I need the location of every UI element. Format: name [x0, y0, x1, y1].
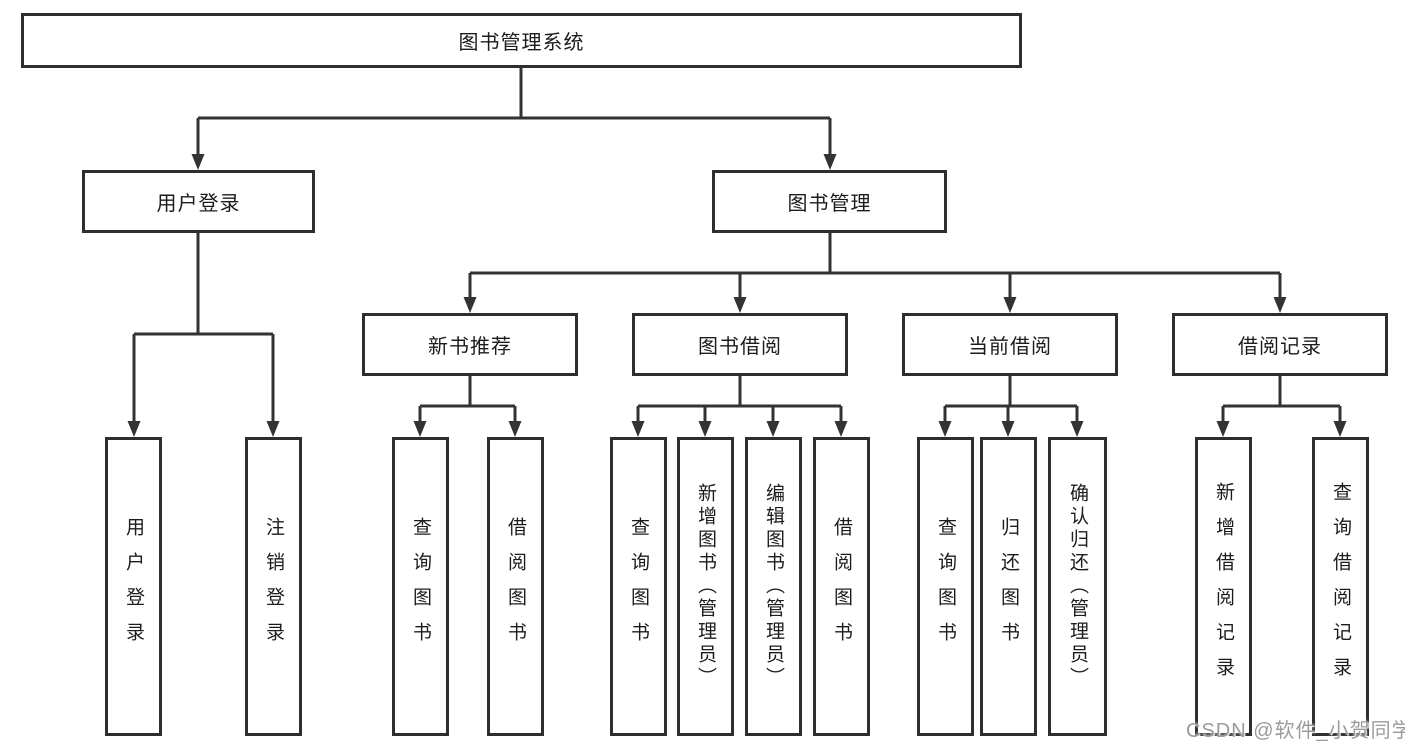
node-label: 新增图书（管理员） [695, 483, 716, 690]
connector-line [1221, 376, 1342, 424]
node-current-borrowing: 当前借阅 [902, 313, 1118, 376]
node-leaf-query-book-3: 查询图书 [917, 437, 974, 736]
node-label: 当前借阅 [968, 336, 1052, 358]
connector-line [196, 68, 832, 157]
connector-line [943, 376, 1079, 424]
node-root-library-management-system: 图书管理系统 [21, 13, 1022, 68]
arrowhead-icon [823, 154, 837, 170]
node-leaf-confirm-return-admin: 确认归还（管理员） [1048, 437, 1107, 736]
node-leaf-logout: 注销登录 [245, 437, 302, 736]
node-book-borrowing: 图书借阅 [632, 313, 848, 376]
arrowhead-icon [733, 297, 747, 313]
node-leaf-query-book-2: 查询图书 [610, 437, 667, 736]
arrowhead-icon [191, 154, 205, 170]
arrowhead-icon [1333, 421, 1347, 437]
arrowhead-icon [1070, 421, 1084, 437]
node-label: 新书推荐 [428, 336, 512, 358]
node-label: 查询图书 [410, 516, 431, 657]
node-label: 图书管理 [787, 193, 872, 215]
node-label: 新增借阅记录 [1213, 481, 1234, 692]
node-label: 查询图书 [935, 516, 956, 657]
arrowhead-icon [1001, 421, 1015, 437]
watermark: CSDN @软件_小贺同学 [1186, 720, 1405, 742]
connector-line [468, 233, 1282, 300]
node-leaf-borrow-book-2: 借阅图书 [813, 437, 870, 736]
arrowhead-icon [631, 421, 645, 437]
connector-line [132, 233, 275, 424]
node-leaf-user-login: 用户登录 [105, 437, 162, 736]
node-leaf-return-book: 归还图书 [980, 437, 1037, 736]
arrowhead-icon [1273, 297, 1287, 313]
arrowhead-icon [698, 421, 712, 437]
node-leaf-add-book-admin: 新增图书（管理员） [677, 437, 734, 736]
node-label: 注销登录 [263, 516, 284, 657]
node-new-book-recommend: 新书推荐 [362, 313, 578, 376]
node-label: 用户登录 [123, 516, 144, 657]
connector-line [636, 376, 843, 424]
node-label: 编辑图书（管理员） [763, 483, 784, 690]
node-book-management: 图书管理 [712, 170, 947, 233]
node-label: 借阅记录 [1238, 336, 1322, 358]
node-label: 图书借阅 [698, 336, 782, 358]
arrowhead-icon [413, 421, 427, 437]
node-borrowing-records: 借阅记录 [1172, 313, 1388, 376]
node-label: 借阅图书 [831, 516, 852, 657]
node-label: 查询借阅记录 [1330, 481, 1351, 692]
arrowhead-icon [127, 421, 141, 437]
node-label: 归还图书 [998, 516, 1019, 657]
arrowhead-icon [508, 421, 522, 437]
node-label: 借阅图书 [505, 516, 526, 657]
arrowhead-icon [1216, 421, 1230, 437]
node-leaf-query-borrow-record: 查询借阅记录 [1312, 437, 1369, 736]
arrowhead-icon [766, 421, 780, 437]
connector-line [418, 376, 517, 424]
node-label: 查询图书 [628, 516, 649, 657]
node-label: 用户登录 [156, 193, 241, 215]
node-leaf-edit-book-admin: 编辑图书（管理员） [745, 437, 802, 736]
node-label: 确认归还（管理员） [1067, 483, 1088, 690]
node-label: 图书管理系统 [458, 32, 585, 54]
arrowhead-icon [1003, 297, 1017, 313]
arrowhead-icon [938, 421, 952, 437]
arrowhead-icon [834, 421, 848, 437]
node-leaf-borrow-book-1: 借阅图书 [487, 437, 544, 736]
arrowhead-icon [463, 297, 477, 313]
node-user-login: 用户登录 [82, 170, 315, 233]
node-leaf-add-borrow-record: 新增借阅记录 [1195, 437, 1252, 736]
arrowhead-icon [266, 421, 280, 437]
node-leaf-query-book-1: 查询图书 [392, 437, 449, 736]
